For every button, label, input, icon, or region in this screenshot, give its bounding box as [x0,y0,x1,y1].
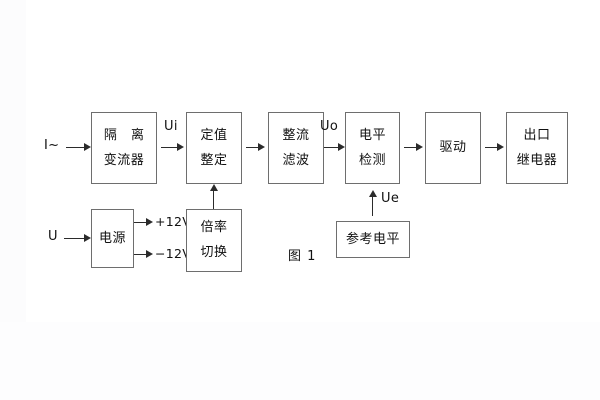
arrowhead-multiplier-to-setting [210,184,218,191]
panel-edge-bottom [0,322,600,400]
connector-current-input [66,147,86,148]
block-drive[interactable]: 驱动 [425,112,481,184]
arrowhead-rail-pos [146,218,153,226]
block-setting-line2: 整定 [200,152,228,168]
block-output-relay-line1: 出口 [523,127,551,143]
arrowhead-voltage-input [84,234,91,242]
block-multiplier-line2: 切换 [200,245,228,260]
block-multiplier-line1: 倍率 [200,220,228,236]
connector-voltage-input [64,238,86,239]
block-rectify-filter[interactable]: 整流 滤波 [268,112,324,184]
figure-caption: 图 1 [288,249,317,264]
block-isolation-ct-line2: 变流器 [103,152,145,168]
block-reference-level[interactable]: 参考电平 [336,221,410,258]
label-ui: Ui [164,119,178,134]
arrowhead-rail-neg [146,250,153,258]
block-drive-line1: 驱动 [439,140,467,156]
arrowhead-drive-to-relay [497,143,504,151]
label-rail-neg: −12V [155,246,192,261]
block-level-detect-line1: 电平 [358,127,386,143]
block-isolation-ct-line1: 隔 离 [103,127,150,143]
block-multiplier[interactable]: 倍率 切换 [186,209,242,272]
connector-ui [161,147,179,148]
block-rectify-filter-line2: 滤波 [282,152,310,168]
block-setting[interactable]: 定值 整定 [186,112,242,184]
block-level-detect[interactable]: 电平 检测 [345,112,400,184]
block-isolation-ct[interactable]: 隔 离 变流器 [91,112,157,184]
arrowhead-uo [338,143,345,151]
connector-drive-to-relay [485,147,499,148]
block-power-supply[interactable]: 电源 [91,209,134,268]
arrowhead-reference-to-level [369,190,377,197]
block-reference-level-line1: 参考电平 [345,231,400,247]
arrowhead-level-to-drive [416,143,423,151]
block-setting-line1: 定值 [200,127,228,143]
block-level-detect-line2: 检测 [358,152,386,168]
label-ue: Ue [381,191,400,206]
label-voltage-input: U [48,229,58,244]
connector-setting-to-rectify [246,147,260,148]
label-rail-pos: +12V [155,214,192,229]
block-output-relay-line2: 继电器 [516,152,558,168]
block-power-supply-line1: 电源 [98,230,126,246]
connector-reference-to-level [372,196,373,216]
arrowhead-current-input [84,143,91,151]
block-rectify-filter-line1: 整流 [282,127,310,143]
connector-multiplier-to-setting [213,190,214,209]
connector-uo [324,147,340,148]
connector-rail-neg [134,254,148,255]
label-uo: Uo [320,119,339,134]
connector-rail-pos [134,222,148,223]
arrowhead-setting-to-rectify [258,143,265,151]
connector-level-to-drive [404,147,418,148]
label-current-input: I~ [44,138,60,153]
arrowhead-ui [177,143,184,151]
block-output-relay[interactable]: 出口 继电器 [506,112,568,184]
